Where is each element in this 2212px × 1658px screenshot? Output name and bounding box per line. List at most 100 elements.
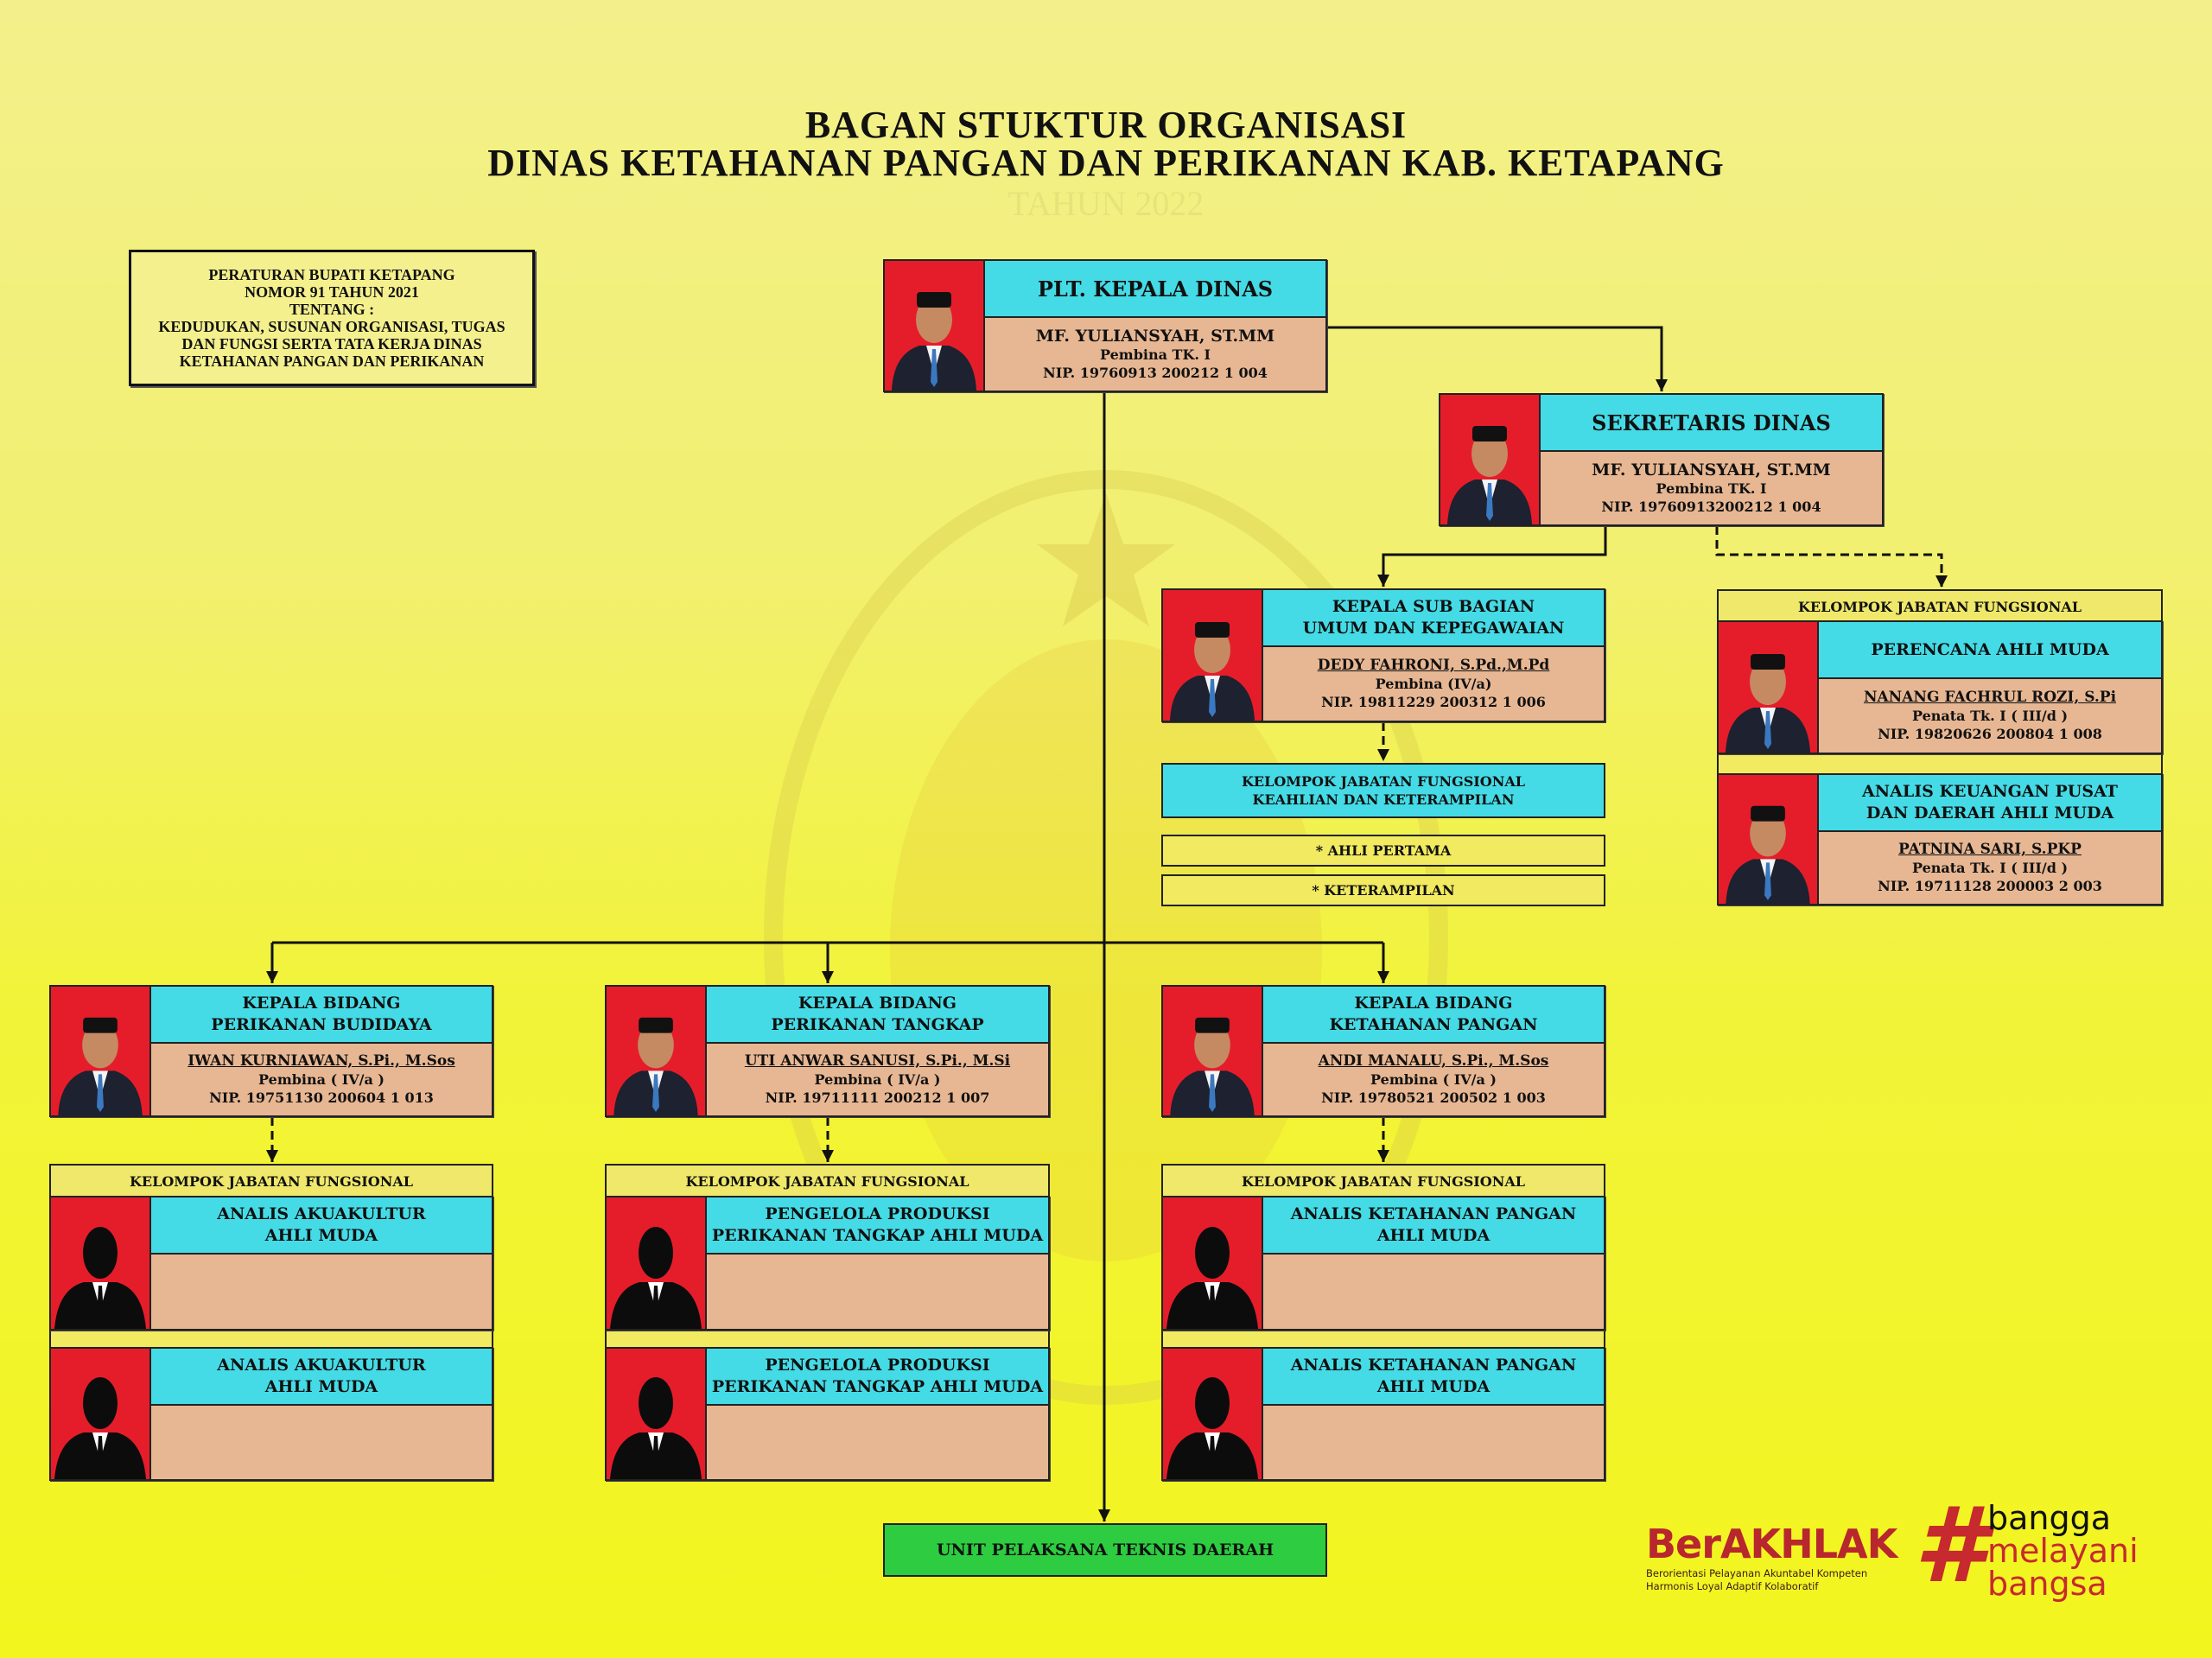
card-info: ANALIS AKUAKULTUR AHLI MUDA: [151, 1197, 492, 1329]
berakhlak-line1: Berorientasi Pelayanan Akuntabel Kompete…: [1646, 1567, 1868, 1579]
position-title: KEPALA BIDANG KETAHANAN PANGAN: [1263, 987, 1604, 1044]
hashtag-icon: #: [1914, 1486, 1986, 1606]
org-card-pangan-2: ANALIS KETAHANAN PANGAN AHLI MUDA: [1161, 1347, 1605, 1481]
regulation-text: PERATURAN BUPATI KETAPANG NOMOR 91 TAHUN…: [158, 266, 505, 370]
card-details: [151, 1406, 492, 1479]
kjf-group-label: KELOMPOK JABATAN FUNGSIONAL: [51, 1166, 492, 1199]
profile-photo: [51, 987, 151, 1115]
melayani-text: melayani: [1987, 1532, 2139, 1570]
position-title: PLT. KEPALA DINAS: [985, 261, 1325, 318]
bangga-text: bangga: [1987, 1499, 2112, 1537]
card-info: ANALIS KEUANGAN PUSAT DAN DAERAH AHLI MU…: [1819, 775, 2161, 904]
card-details: [151, 1255, 492, 1329]
position-title: KEPALA BIDANG PERIKANAN BUDIDAYA: [151, 987, 492, 1044]
official-nip: NIP. 19751130 200604 1 013: [209, 1089, 434, 1106]
position-title: PERENCANA AHLI MUDA: [1819, 622, 2161, 679]
org-card-tangkap-2: PENGELOLA PRODUKSI PERIKANAN TANGKAP AHL…: [605, 1347, 1050, 1481]
official-rank: Penata Tk. I ( III/d ): [1911, 708, 2069, 724]
official-rank: Pembina TK. I: [1656, 480, 1767, 497]
official-nip: NIP. 19711128 200003 2 003: [1878, 878, 2102, 894]
bangsa-text: bangsa: [1987, 1565, 2107, 1603]
org-card-tangkap-1: PENGELOLA PRODUKSI PERIKANAN TANGKAP AHL…: [605, 1196, 1050, 1331]
placeholder-avatar-icon: [607, 1349, 707, 1479]
profile-photo: [885, 261, 985, 391]
position-title: ANALIS KETAHANAN PANGAN AHLI MUDA: [1263, 1349, 1604, 1406]
position-title: SEKRETARIS DINAS: [1541, 395, 1882, 452]
year-watermark: TAHUN 2022: [1007, 184, 1205, 223]
ahli-pertama-box: * AHLI PERTAMA: [1161, 835, 1605, 867]
official-name: IWAN KURNIAWAN, S.Pi., M.Sos: [188, 1052, 455, 1070]
official-name: UTI ANWAR SANUSI, S.Pi., M.Si: [744, 1052, 1011, 1070]
official-name: DEDY FAHRONI, S.Pd.,M.Pd: [1317, 657, 1550, 674]
position-title: ANALIS AKUAKULTUR AHLI MUDA: [151, 1349, 492, 1406]
card-info: PENGELOLA PRODUKSI PERIKANAN TANGKAP AHL…: [707, 1197, 1048, 1329]
card-info: ANALIS AKUAKULTUR AHLI MUDA: [151, 1349, 492, 1479]
official-name: PATNINA SARI, S.PKP: [1898, 841, 2082, 858]
org-card-analis-keuangan: ANALIS KEUANGAN PUSAT DAN DAERAH AHLI MU…: [1717, 773, 2163, 905]
official-rank: Pembina ( IV/a ): [1370, 1071, 1497, 1088]
placeholder-avatar-icon: [1163, 1197, 1263, 1329]
card-details: [707, 1406, 1048, 1479]
placeholder-avatar-icon: [51, 1197, 151, 1329]
position-title: ANALIS KETAHANAN PANGAN AHLI MUDA: [1263, 1197, 1604, 1255]
official-nip: NIP. 19760913200212 1 004: [1601, 498, 1821, 515]
berakhlak-wordmark: BerAKHLAK: [1646, 1521, 1897, 1567]
page-title: BAGAN STUKTUR ORGANISASI: [804, 104, 1408, 146]
kjf-group-label: KELOMPOK JABATAN FUNGSIONAL: [607, 1166, 1048, 1199]
placeholder-avatar-icon: [607, 1197, 707, 1329]
keterampilan-box: * KETERAMPILAN: [1161, 874, 1605, 906]
official-rank: Pembina (IV/a): [1375, 676, 1492, 692]
placeholder-avatar-icon: [1163, 1349, 1263, 1479]
official-nip: NIP. 19760913 200212 1 004: [1043, 364, 1268, 381]
official-nip: NIP. 19811229 200312 1 006: [1321, 694, 1546, 710]
kjf-keahlian-box: KELOMPOK JABATAN FUNGSIONAL KEAHLIAN DAN…: [1161, 763, 1605, 818]
position-title: KEPALA BIDANG PERIKANAN TANGKAP: [707, 987, 1048, 1044]
position-title: ANALIS AKUAKULTUR AHLI MUDA: [151, 1197, 492, 1255]
official-name: MF. YULIANSYAH, ST.MM: [1035, 326, 1275, 346]
official-nip: NIP. 19780521 200502 1 003: [1321, 1089, 1546, 1106]
official-rank: Pembina TK. I: [1100, 346, 1211, 363]
position-title: ANALIS KEUANGAN PUSAT DAN DAERAH AHLI MU…: [1819, 775, 2161, 832]
profile-photo: [1719, 622, 1819, 753]
org-card-akuakultur-1: ANALIS AKUAKULTUR AHLI MUDA: [49, 1196, 493, 1331]
org-card-akuakultur-2: ANALIS AKUAKULTUR AHLI MUDA: [49, 1347, 493, 1481]
official-name: NANANG FACHRUL ROZI, S.Pi: [1863, 689, 2117, 706]
official-nip: NIP. 19820626 200804 1 008: [1878, 726, 2102, 742]
berakhlak-line2: Harmonis Loyal Adaptif Kolaboratif: [1646, 1580, 1819, 1592]
official-name: MF. YULIANSYAH, ST.MM: [1592, 460, 1831, 480]
position-title: PENGELOLA PRODUKSI PERIKANAN TANGKAP AHL…: [707, 1197, 1048, 1255]
card-info: ANALIS KETAHANAN PANGAN AHLI MUDA: [1263, 1197, 1604, 1329]
placeholder-avatar-icon: [51, 1349, 151, 1479]
card-info: ANALIS KETAHANAN PANGAN AHLI MUDA: [1263, 1349, 1604, 1479]
profile-photo: [1163, 987, 1263, 1115]
berakhlak-logo: BerAKHLAK Berorientasi Pelayanan Akuntab…: [1646, 1521, 1897, 1593]
profile-photo: [1440, 395, 1541, 524]
page-subtitle: DINAS KETAHANAN PANGAN DAN PERIKANAN KAB…: [487, 142, 1725, 184]
profile-photo: [1163, 590, 1263, 721]
position-title: PENGELOLA PRODUKSI PERIKANAN TANGKAP AHL…: [707, 1349, 1048, 1406]
card-details: PATNINA SARI, S.PKP Penata Tk. I ( III/d …: [1819, 832, 2161, 904]
official-rank: Pembina ( IV/a ): [258, 1071, 385, 1088]
official-rank: Penata Tk. I ( III/d ): [1911, 860, 2069, 876]
official-nip: NIP. 19711111 200212 1 007: [765, 1089, 990, 1106]
card-info: PENGELOLA PRODUKSI PERIKANAN TANGKAP AHL…: [707, 1349, 1048, 1479]
profile-photo: [607, 987, 707, 1115]
